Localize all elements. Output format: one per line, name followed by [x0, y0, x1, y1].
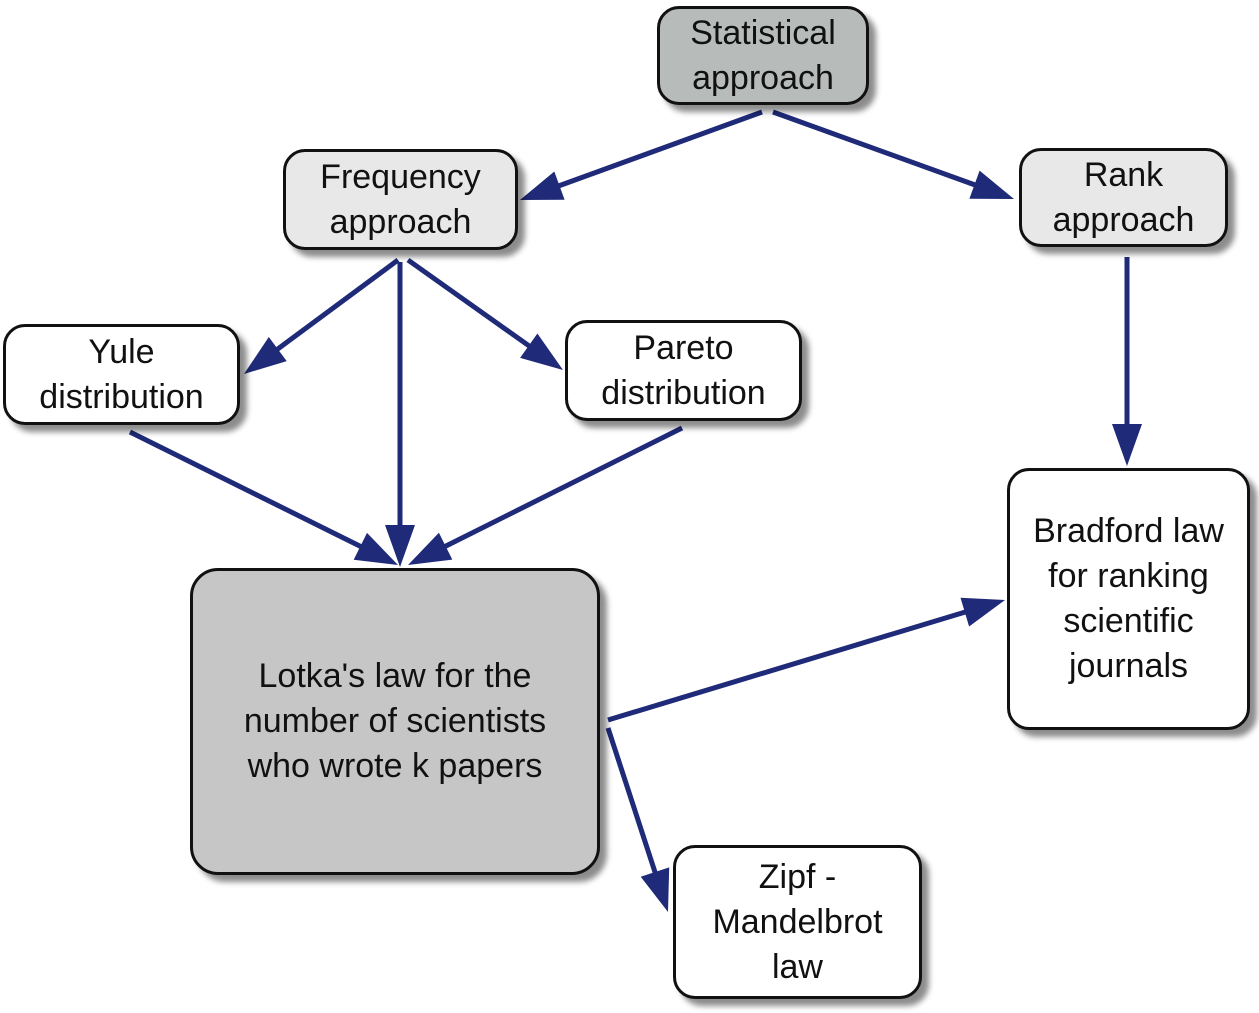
node-zipf-mandelbrot-law-label: Zipf - Mandelbrot law	[712, 857, 883, 986]
node-yule-distribution: Yule distribution	[3, 324, 240, 425]
arrowhead-icon	[408, 532, 453, 565]
edge-line	[128, 429, 366, 551]
edge-frequency-to-yule	[244, 257, 400, 374]
edge-lotka-to-zipf	[605, 727, 670, 912]
edge-line	[772, 109, 980, 189]
arrowhead-icon	[1112, 424, 1142, 466]
node-rank-approach: Rank approach	[1019, 148, 1228, 247]
arrowhead-icon	[353, 532, 398, 565]
arrowhead-icon	[520, 171, 565, 200]
node-rank-approach-label: Rank approach	[1052, 155, 1195, 239]
node-zipf-mandelbrot-law: Zipf - Mandelbrot law	[673, 845, 922, 999]
arrowhead-icon	[520, 333, 563, 370]
edge-rank-to-bradford	[1112, 257, 1142, 466]
edge-lotka-to-bradford	[607, 597, 1005, 723]
node-bradford-law-label: Bradford law for ranking scientific jour…	[1033, 512, 1224, 685]
node-lotka-law-label: Lotka's law for the number of scientists…	[243, 657, 547, 785]
arrowhead-icon	[244, 337, 287, 374]
edge-yule-to-lotka	[128, 429, 398, 565]
node-yule-distribution-label: Yule distribution	[39, 332, 204, 416]
edge-pareto-to-lotka	[408, 425, 684, 565]
node-lotka-law: Lotka's law for the number of scientists…	[190, 568, 600, 875]
node-bradford-law: Bradford law for ranking scientific jour…	[1007, 468, 1250, 730]
node-pareto-distribution-label: Pareto distribution	[601, 328, 766, 412]
node-statistical-approach: Statistical approach	[657, 6, 869, 105]
arrowhead-icon	[960, 597, 1005, 627]
edge-frequency-to-pareto	[406, 257, 563, 370]
edge-line	[605, 727, 659, 877]
node-frequency-approach-label: Frequency approach	[320, 157, 481, 241]
edge-statistical-to-rank	[772, 109, 1014, 199]
node-pareto-distribution: Pareto distribution	[565, 320, 802, 421]
edge-line	[440, 425, 684, 551]
arrowhead-icon	[969, 170, 1014, 199]
arrowhead-icon	[640, 867, 670, 912]
edge-line	[406, 257, 534, 351]
edge-line	[273, 257, 400, 354]
node-frequency-approach: Frequency approach	[283, 149, 518, 250]
edge-frequency-to-lotka	[385, 262, 415, 567]
node-statistical-approach-label: Statistical approach	[690, 13, 836, 97]
arrowhead-icon	[385, 525, 415, 567]
edge-line	[607, 608, 970, 723]
edge-line	[554, 109, 763, 190]
edge-statistical-to-frequency	[520, 109, 763, 200]
